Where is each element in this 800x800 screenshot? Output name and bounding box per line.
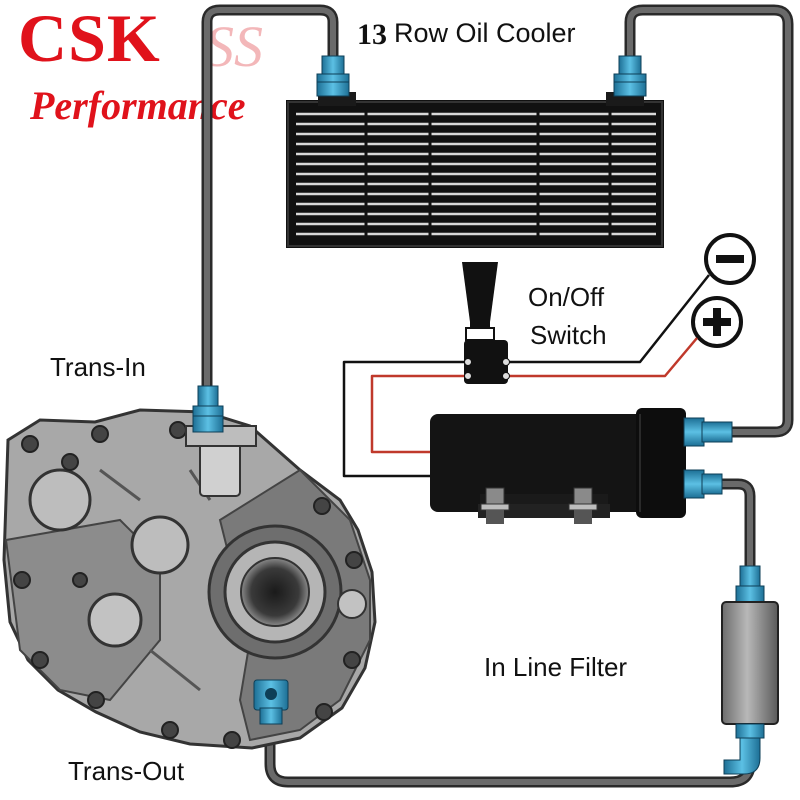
trans-out-fitting: [253, 679, 289, 725]
trans-out-label: Trans-Out: [68, 756, 185, 786]
switch-label-line2: Switch: [530, 320, 607, 350]
pump-outlet-fitting: [683, 469, 723, 499]
negative-terminal-icon: [704, 233, 756, 285]
oil-cooler: [286, 92, 664, 248]
on-off-switch: [462, 262, 510, 384]
cooler-row-count: 13: [357, 18, 387, 51]
filter-label: In Line Filter: [484, 652, 628, 682]
switch-wiring: [342, 274, 710, 478]
trans-in-fitting: [192, 385, 224, 433]
hose-cooler-to-trans-in: [201, 4, 339, 406]
positive-terminal-icon: [691, 296, 743, 348]
logo-brand: CSK: [18, 0, 161, 76]
hose-cooler-to-pump: [624, 4, 794, 438]
pump-inlet-fitting: [683, 417, 733, 447]
transmission-housing: [2, 408, 377, 750]
trans-in-label: Trans-In: [50, 352, 146, 382]
logo-swirl: SS: [205, 14, 263, 79]
hose-pump-to-filter: [712, 478, 756, 578]
hose-filter-to-trans-out: [264, 710, 756, 788]
cooler-inlet-fitting: [316, 55, 350, 97]
oil-pump: [430, 408, 686, 524]
in-line-filter: [721, 565, 779, 775]
switch-label-line1: On/Off: [528, 282, 605, 312]
cooler-outlet-fitting: [613, 55, 647, 97]
cooler-title: Row Oil Cooler: [394, 18, 576, 48]
